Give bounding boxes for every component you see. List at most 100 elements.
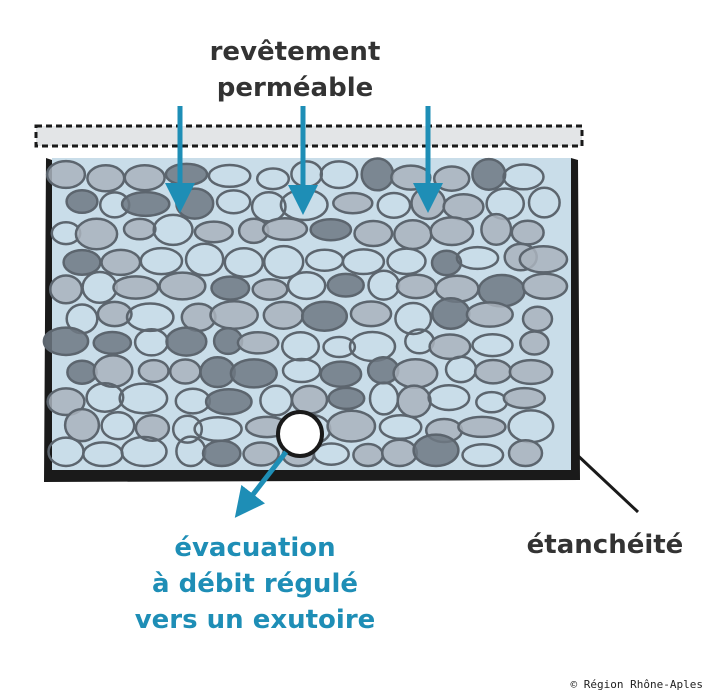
gravel-stone [85, 382, 125, 413]
gravel-stone [527, 186, 561, 219]
gravel-stone [394, 301, 433, 336]
gravel-stone [326, 272, 365, 298]
gravel-stone [395, 273, 437, 300]
gravel-stone [480, 212, 513, 246]
gravel-stone [207, 163, 252, 189]
gravel-stone [120, 435, 168, 468]
gravel-stone [223, 247, 265, 278]
down-left-arrow-icon [234, 450, 288, 518]
gravel-stone [412, 433, 460, 468]
gravel-stone [262, 244, 305, 280]
gravel-stone [428, 333, 472, 361]
gravel-stone [201, 439, 242, 468]
outlet-label: évacuation à débit régulé vers un exutoi… [70, 530, 440, 638]
gravel-stone [431, 297, 471, 330]
gravel-stone [122, 217, 157, 241]
gravel-stone [236, 330, 280, 355]
gravel-stone [392, 357, 439, 389]
gravel-stone [286, 271, 327, 301]
gravel-stone [432, 165, 471, 192]
gravel-stone [442, 193, 485, 221]
gravel-stone [353, 219, 394, 248]
gravel-stone [158, 271, 207, 301]
gravel-stone [521, 305, 554, 333]
gravel-stone [48, 274, 84, 305]
gravel-stone [46, 387, 86, 417]
gravel-stone [123, 163, 166, 192]
permeable-surface-label-line1: revêtement [209, 37, 381, 67]
gravel-stone [100, 248, 142, 277]
gravel-stone [255, 167, 291, 191]
gravel-stone [251, 277, 289, 301]
gravel-stone [380, 438, 419, 468]
gravel-stone [510, 219, 545, 246]
gravel-stone [360, 157, 395, 192]
gravel-stone [242, 441, 280, 467]
gravel-stone [199, 355, 236, 389]
gravel-stone [74, 217, 119, 251]
gravel-stone [92, 354, 134, 389]
gravel-stone [66, 359, 98, 385]
gravel-stone [118, 382, 169, 415]
gravel-stone [165, 326, 208, 357]
gravel-stone [300, 300, 349, 332]
gravel-stone [341, 248, 386, 276]
gravel-stone [100, 411, 136, 441]
gravel-stone [352, 442, 385, 468]
gravel-stone [322, 335, 357, 359]
gravel-stone [508, 358, 554, 386]
gravel-stone [45, 159, 87, 190]
gravel-stone [65, 188, 99, 215]
gravel-stone [455, 245, 500, 271]
gravel-stone [471, 333, 514, 358]
gravel-stone [193, 220, 234, 244]
gravel-stone [502, 386, 547, 410]
gravel-stone [396, 384, 432, 419]
gravel-stone [473, 358, 513, 385]
infiltration-arrows [165, 106, 443, 215]
gravel-stone [152, 213, 194, 247]
gravel-stone [210, 275, 251, 301]
membrane-label: étanchéité [526, 530, 684, 560]
gravel-stone [209, 300, 259, 330]
permeable-surface-layer [34, 124, 584, 148]
gravel-stone [125, 302, 175, 333]
gravel-stone [204, 387, 253, 416]
gravel-stone [92, 330, 133, 356]
outlet-label-line1: évacuation [174, 533, 336, 563]
pipe-opening-icon [276, 410, 324, 458]
gravel-stone [309, 217, 353, 242]
gravel-stone [63, 407, 101, 443]
gravel-stone [134, 413, 171, 443]
gravel-stone [171, 414, 204, 444]
gravel-stone [261, 216, 309, 242]
gravel-stone [457, 415, 507, 439]
gravel-stone [184, 242, 225, 277]
gravel-stone [507, 438, 544, 468]
gravel-stone [290, 384, 329, 415]
gravel-stone [120, 190, 171, 218]
gravel-stone [96, 300, 133, 328]
outlet-label-line3: vers un exutoire [134, 605, 376, 635]
gravel-stone [319, 160, 359, 190]
gravel-stone [471, 157, 507, 191]
gravel-stone [229, 358, 278, 389]
gravel-stone [427, 383, 471, 412]
gravel-stones [42, 157, 569, 468]
gravel-stone [332, 191, 374, 215]
gravel-stone [349, 300, 393, 328]
gravel-stone [390, 164, 432, 191]
gravel-stone [430, 249, 463, 277]
gravel-stone [519, 330, 550, 356]
permeable-surface-label-line2: perméable [216, 73, 374, 103]
membrane-leader-line [572, 450, 640, 514]
gravel-stone [168, 358, 202, 385]
gravel-stone [327, 386, 366, 411]
permeable-surface-label: revêtement perméable [155, 34, 435, 106]
gravel-stone [164, 162, 209, 187]
gravel-stone [215, 189, 252, 215]
gravel-stone [376, 191, 412, 220]
gravel-stone [521, 272, 569, 301]
gravel-stone [42, 326, 90, 357]
